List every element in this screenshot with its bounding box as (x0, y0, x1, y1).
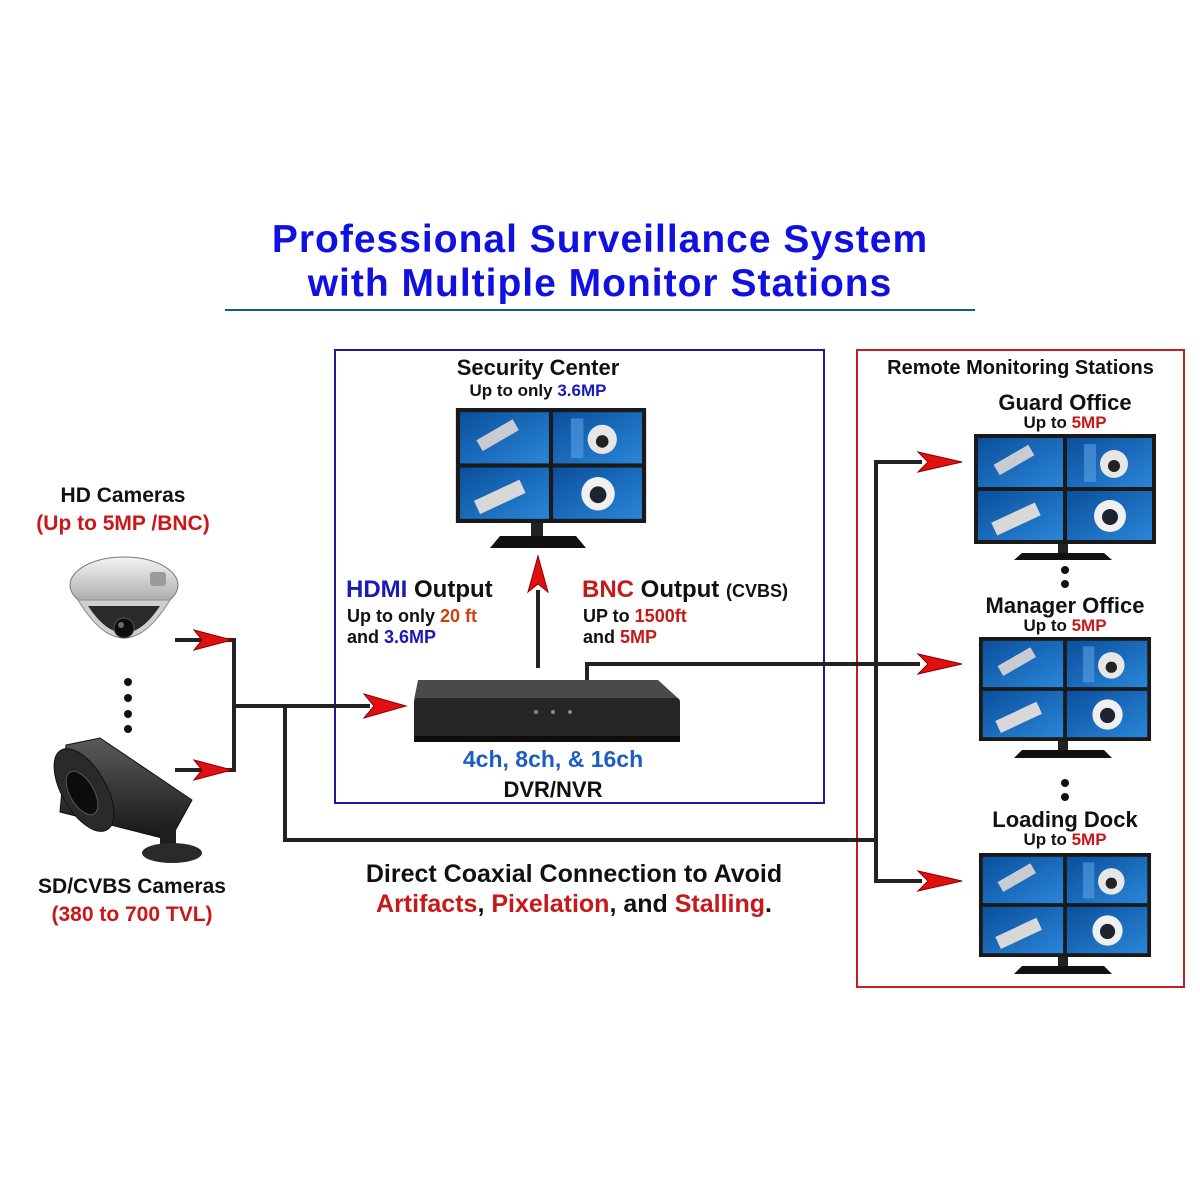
camera-ellipsis (124, 678, 132, 733)
dvr-channels: 4ch, 8ch, & 16ch (462, 746, 644, 772)
station-spec: Up to 5MP (1023, 413, 1107, 432)
wiring (175, 460, 922, 883)
bnc-name: BNC (582, 576, 634, 603)
remote-stations-header: Remote Monitoring Stations (887, 357, 1154, 379)
hdmi-spec-line2: and 3.6MP (347, 627, 437, 647)
bnc-spec-line2: and 5MP (583, 627, 658, 647)
station-name: Manager Office (985, 593, 1145, 618)
station-name: Loading Dock (992, 807, 1138, 832)
security-center-title: Security Center (456, 355, 620, 380)
dvr-name: DVR/NVR (503, 777, 603, 802)
caption-line1: Direct Coaxial Connection to Avoid (365, 860, 783, 888)
loading-dock-monitor-icon (978, 853, 1152, 974)
security-center-monitor-icon (455, 408, 647, 548)
remote-stations-box (856, 349, 1185, 988)
hdmi-spec-line1: Up to only 20 ft (347, 606, 478, 626)
security-center-spec: Up to only 3.6MP (469, 381, 607, 400)
station-spec: Up to 5MP (1023, 830, 1107, 849)
hdmi-name: HDMI (346, 576, 408, 603)
bnc-spec-line1: UP to 1500ft (583, 606, 687, 626)
station-ellipsis (1061, 566, 1069, 801)
page-title-line2: with Multiple Monitor Stations (307, 262, 893, 305)
dvr-device-icon (414, 680, 680, 742)
hdmi-output-label: HDMI Output (346, 576, 493, 603)
bnc-output-label: BNC Output (CVBS) (582, 576, 788, 603)
arrowheads (192, 451, 963, 892)
security-center-box (334, 349, 825, 804)
guard-office-monitor-icon (974, 434, 1156, 560)
hd-cameras-title: HD Cameras (60, 484, 186, 507)
manager-office-monitor-icon (978, 637, 1152, 758)
station-name: Guard Office (998, 390, 1132, 415)
title-underline (225, 309, 975, 311)
hd-cameras-spec: (Up to 5MP /BNC) (36, 512, 210, 535)
sd-cameras-title: SD/CVBS Cameras (38, 875, 226, 898)
bullet-camera-icon (53, 737, 202, 863)
dome-camera-icon (69, 556, 179, 639)
caption-line2: Artifacts, Pixelation, and Stalling. (376, 890, 772, 918)
page-title-line1: Professional Surveillance System (271, 218, 929, 261)
station-spec: Up to 5MP (1023, 616, 1107, 635)
sd-cameras-spec: (380 to 700 TVL) (51, 903, 213, 926)
